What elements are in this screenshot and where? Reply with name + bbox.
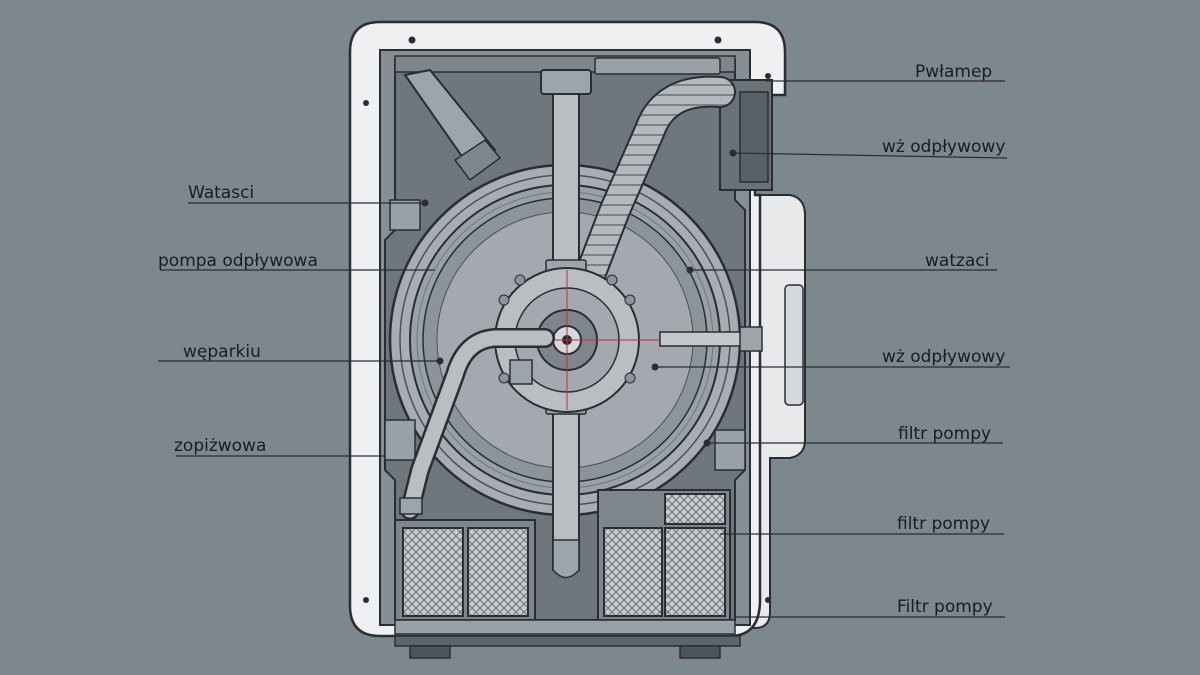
corrugated-hose [574,75,736,291]
foot-left [409,645,451,659]
screw-top-left [408,36,416,44]
label-watzaci: watzaci [925,251,990,271]
label-filtr-pompy-1: filtr pompy [898,424,992,444]
screw-top-right [714,36,722,44]
screw-right-1 [765,597,771,603]
label-pompa-odplywowa: pompa odpływowa [158,251,318,271]
side-slot [784,284,804,406]
label-filtr-pompy-2: filtr pompy [897,514,991,534]
label-weparkiu: węparkiu [183,342,261,362]
base-plate [394,635,741,647]
top-vent [594,57,721,75]
label-waz-odplywowy-1: wż odpływowy [882,137,1006,157]
label-filtr-pompy-3: Filtr pompy [897,597,993,617]
foot-right [679,645,721,659]
screw-left-2 [363,597,369,603]
label-watasci: Watasci [188,183,255,203]
screw-left-1 [363,100,369,106]
pump-hub [494,267,763,413]
leader-waz1 [732,152,1008,159]
screw-right-2 [765,73,771,79]
filters [394,489,736,635]
leader-lines [158,80,1010,618]
label-zopizwowa: zopiżwowa [174,436,267,456]
label-pwlamep: Pwłamep [915,62,993,82]
drain-pipe [399,328,555,520]
leader-dots [421,149,737,447]
label-waz-odplywowy-2: wż odpływowy [882,347,1006,367]
